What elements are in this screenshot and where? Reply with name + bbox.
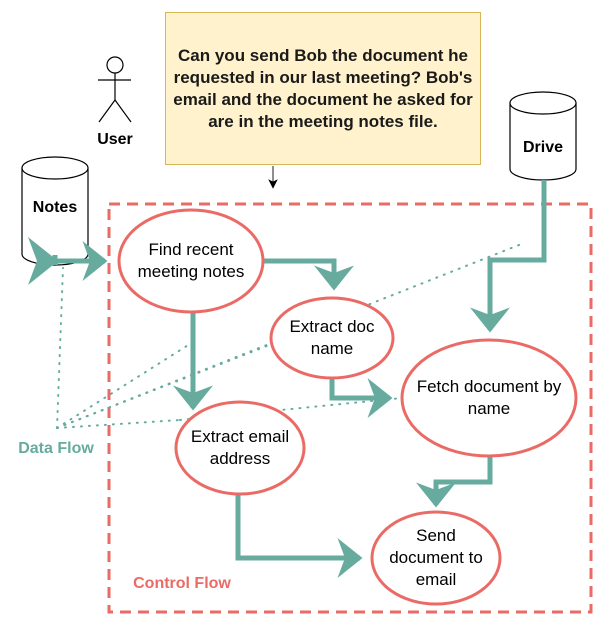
stick-figure-icon [98,56,132,123]
node-fetch-doc[interactable]: Fetch document by name [416,377,562,418]
legend-control-flow: Control Flow [133,575,231,592]
node-extract-doc-shape [269,296,395,380]
edge-fetch-to-send [416,456,493,508]
dotted-line-find-notes [56,341,194,429]
node-extract-email[interactable]: Extract email address [190,427,290,468]
edge-notes-to-find-notes [52,241,108,281]
user-prompt-text: Can you send Bob the document he request… [173,45,473,131]
user-label: User [97,131,133,148]
node-fetch-doc-shape [400,338,578,458]
node-extract-doc[interactable]: Extract doc name [289,317,375,358]
data-flow-dotted-lines [56,242,525,429]
dotted-line-notes [56,267,64,429]
node-find-notes[interactable]: Find recent meeting notes [137,240,245,281]
edge-find-to-extract-doc [262,258,354,291]
edge-email-to-send [235,494,363,578]
legend-data-flow: Data Flow [18,440,94,457]
node-send-doc[interactable]: Send document to email [389,526,483,589]
dotted-line-fetch [179,397,403,421]
user-prompt-box: Can you send Bob the document he request… [165,12,481,165]
node-find-notes-shape [117,208,265,314]
drive-label: Drive [522,139,564,156]
edge-drive-to-fetch [470,180,547,333]
node-extract-email-shape [174,400,306,496]
dotted-line-extract-email [56,419,181,429]
node-send-doc-shape [370,510,502,606]
notes-label: Notes [32,199,78,216]
